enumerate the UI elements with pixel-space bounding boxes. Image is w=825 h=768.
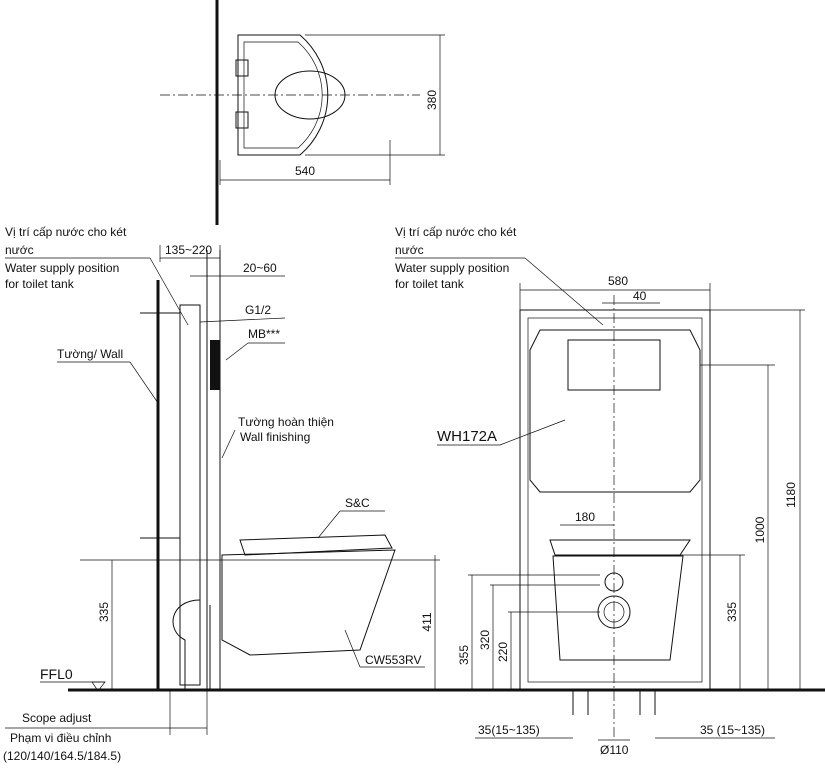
dim-leg-left: 35(15~135): [478, 723, 540, 737]
label-wall-finish-vi: Tường hoàn thiện: [238, 415, 334, 429]
dim-540: 540: [295, 164, 315, 178]
bowl-front: [552, 555, 684, 661]
dim-20-60: 20~60: [243, 261, 277, 275]
scope-adjust-label: Scope adjust: [22, 711, 92, 725]
water-supply-label-vi-2: nước: [395, 243, 424, 257]
scope-adjust-label-vi: Phạm vi điều chỉnh: [10, 731, 111, 745]
dim-220: 220: [496, 642, 510, 662]
seat-cover: [239, 534, 393, 556]
water-supply-label-en: Water supply position: [395, 261, 509, 275]
dim-leg-right: 35 (15~135): [700, 723, 765, 737]
flush-plate: [210, 340, 220, 390]
label-g12: G1/2: [245, 303, 271, 317]
label-mb: MB***: [248, 327, 280, 341]
dim-580: 580: [608, 274, 628, 288]
front-view: Vị trí cấp nước cho két nước Water suppl…: [395, 225, 825, 757]
dim-411: 411: [420, 612, 434, 631]
top-view: 380 540: [160, 0, 445, 225]
water-supply-label-en-2: for toilet tank: [5, 277, 75, 291]
frame-side: [179, 304, 201, 686]
label-sc: S&C: [345, 496, 370, 510]
dim-pipe-110: Ø110: [600, 743, 629, 757]
flush-valve: [567, 339, 661, 391]
water-supply-label-vi: Vị trí cấp nước cho két: [395, 225, 517, 239]
dim-180: 180: [575, 510, 595, 524]
seat-outline: [237, 34, 329, 156]
dim-335-front: 335: [725, 602, 739, 622]
water-supply-label-en-2: for toilet tank: [395, 277, 465, 291]
water-supply-label-en: Water supply position: [5, 261, 119, 275]
dim-355: 355: [457, 645, 471, 665]
water-supply-label-vi-2: nước: [5, 243, 34, 257]
dim-135-220: 135~220: [165, 243, 212, 257]
dim-1180: 1180: [784, 482, 798, 508]
cistern: [529, 329, 701, 493]
dim-40: 40: [633, 289, 647, 303]
dim-380: 380: [425, 90, 439, 110]
label-model-cw553rv: CW553RV: [365, 653, 421, 667]
toilet-bowl: [221, 549, 396, 656]
label-wall: Tường/ Wall: [57, 347, 123, 361]
label-ffl0: FFL0: [40, 666, 73, 682]
dim-335: 335: [97, 602, 111, 622]
dim-320: 320: [478, 630, 492, 650]
water-supply-label-vi: Vị trí cấp nước cho két: [5, 225, 127, 239]
frame-front: [519, 309, 711, 691]
label-model-wh172a: WH172A: [437, 428, 497, 445]
dim-1000: 1000: [753, 516, 767, 543]
side-view: Vị trí cấp nước cho két nước Water suppl…: [3, 225, 450, 763]
seat-front: [549, 539, 691, 556]
label-wall-finish-en: Wall finishing: [240, 430, 310, 444]
drain-pipe: [172, 599, 211, 690]
scope-adjust-values: (120/140/164.5/184.5): [3, 749, 121, 763]
